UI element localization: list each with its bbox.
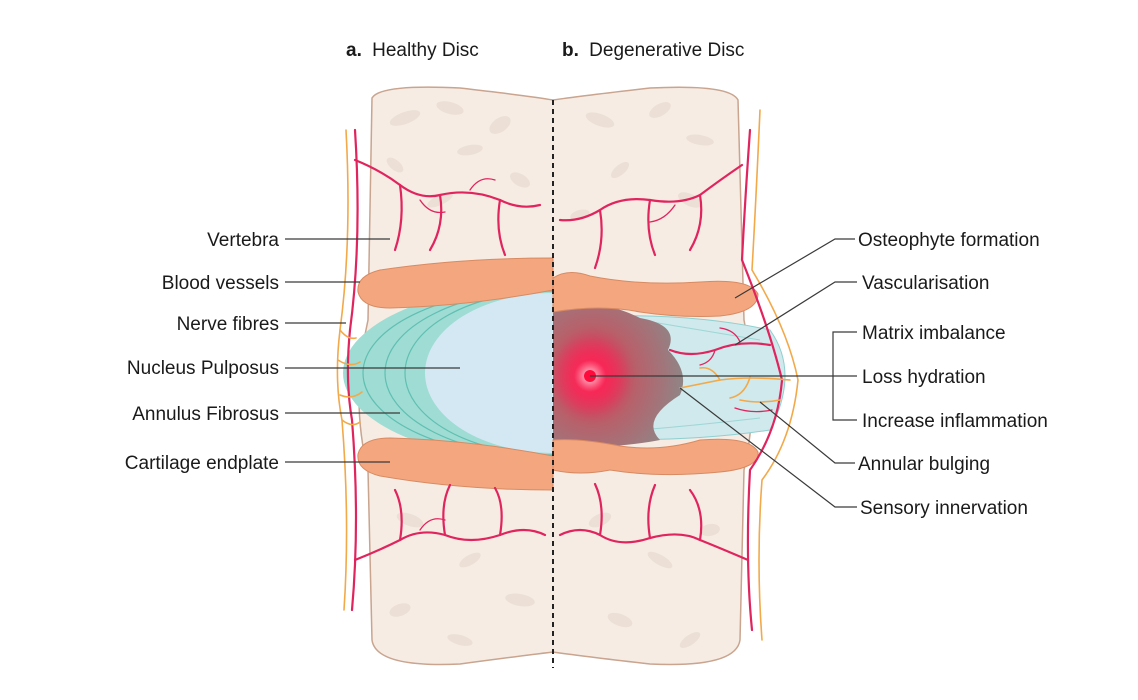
panel-b-header: b. Degenerative Disc [562, 40, 744, 61]
endplate-top-healthy [357, 257, 554, 309]
label-nucleus-pulposus: Nucleus Pulposus [127, 358, 279, 379]
endplate-top-degenerative [552, 272, 759, 317]
healthy-disc [343, 283, 553, 463]
svg-text:b. Degenerative Disc: b. Degenerative Disc [562, 40, 744, 61]
label-blood-vessels: Blood vessels [162, 273, 279, 294]
endplate-bottom-healthy [357, 437, 554, 491]
label-annular-bulging: Annular bulging [858, 454, 990, 475]
nerve-fibres [336, 109, 799, 641]
trabecular-bone-texture [386, 101, 720, 649]
panel-b-letter: b. [562, 40, 579, 61]
right-labels: Osteophyte formation Vascularisation Mat… [590, 230, 1048, 519]
endplate-bottom-degenerative [552, 438, 759, 476]
panel-a-letter: a. [346, 40, 362, 61]
label-sensory-innervation: Sensory innervation [860, 498, 1028, 519]
label-loss-hydration: Loss hydration [862, 367, 986, 388]
label-nerve-fibres: Nerve fibres [177, 314, 279, 335]
label-increase-inflammation: Increase inflammation [862, 411, 1048, 432]
label-vascularisation: Vascularisation [862, 273, 989, 294]
left-labels: Vertebra Blood vessels Nerve fibres Nucl… [125, 230, 460, 474]
label-cartilage-endplate: Cartilage endplate [125, 453, 279, 474]
panel-b-title: Degenerative Disc [589, 40, 744, 61]
panel-a-title: Healthy Disc [372, 40, 479, 61]
label-annulus-fibrosus: Annulus Fibrosus [132, 404, 279, 425]
label-osteophyte-formation: Osteophyte formation [858, 230, 1040, 251]
nucleus-pulposus [425, 293, 553, 453]
svg-text:a. Healthy Disc: a. Healthy Disc [346, 40, 479, 61]
label-matrix-imbalance: Matrix imbalance [862, 323, 1006, 344]
label-vertebra: Vertebra [207, 230, 279, 251]
panel-a-header: a. Healthy Disc [346, 40, 479, 61]
